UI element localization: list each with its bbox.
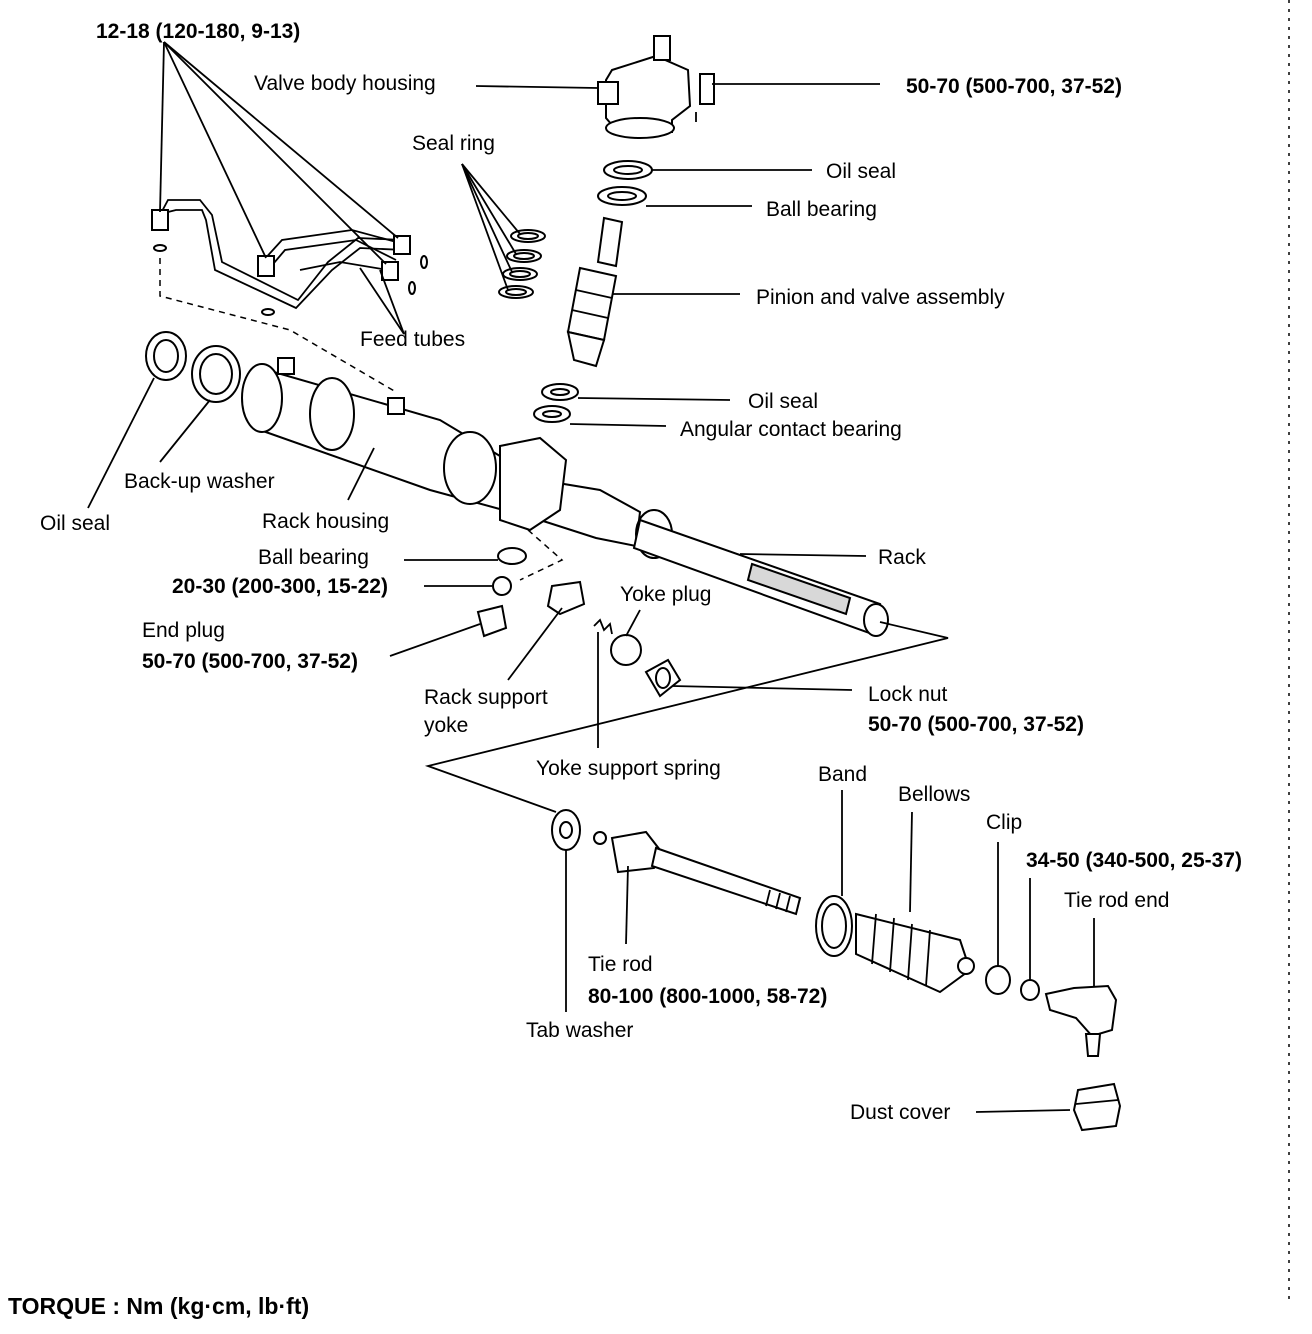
rack-housing — [241, 357, 673, 559]
label-lock-nut-torque: 50-70 (500-700, 37-52) — [868, 713, 1084, 736]
label-band: Band — [818, 763, 867, 786]
label-tie-rod-torque: 80-100 (800-1000, 58-72) — [588, 985, 827, 1008]
leader-lines — [87, 41, 1095, 1113]
tie-rod — [593, 830, 802, 916]
label-rack-housing: Rack housing — [262, 510, 389, 533]
rack-support-yoke — [546, 580, 586, 616]
label-tie-rod: Tie rod — [588, 953, 653, 976]
seal-rings — [498, 229, 546, 299]
label-tie-rod-end-torque: 34-50 (340-500, 25-37) — [1026, 849, 1242, 872]
rack — [632, 518, 889, 637]
clip — [985, 965, 1011, 995]
label-rack: Rack — [878, 546, 926, 569]
label-tie-rod-end: Tie rod end — [1064, 889, 1169, 912]
label-rack-support-yoke-2: yoke — [424, 714, 468, 737]
valve-body-housing — [597, 35, 715, 139]
end-plug — [476, 604, 508, 638]
tie-rod-end-nut — [1020, 979, 1040, 1001]
lock-nut — [644, 658, 682, 698]
label-end-plug-torque: 50-70 (500-700, 37-52) — [142, 650, 358, 673]
label-oil-seal-upper: Oil seal — [826, 160, 896, 183]
label-valve-body-housing: Valve body housing — [254, 72, 436, 95]
label-clip: Clip — [986, 811, 1022, 834]
ball-bearing-nut — [492, 576, 512, 596]
label-yoke-support-spring: Yoke support spring — [536, 757, 721, 780]
label-dust-cover: Dust cover — [850, 1101, 950, 1124]
label-bellows: Bellows — [898, 783, 970, 806]
label-pinion-valve-assembly: Pinion and valve assembly — [756, 286, 1005, 309]
label-angular-contact-bearing: Angular contact bearing — [680, 418, 902, 441]
labels: 12-18 (120-180, 9-13) Valve body housing… — [8, 20, 1242, 1319]
lower-ball-bearing — [497, 547, 527, 565]
band — [815, 895, 853, 957]
label-lock-nut: Lock nut — [868, 683, 948, 706]
label-yoke-plug: Yoke plug — [620, 583, 711, 606]
label-ball-bearing-torque: 20-30 (200-300, 15-22) — [172, 575, 388, 598]
yoke-plug — [610, 634, 642, 666]
tie-rod-end — [1044, 984, 1118, 1057]
label-ball-bearing-upper: Ball bearing — [766, 198, 877, 221]
label-valve-torque: 50-70 (500-700, 37-52) — [906, 75, 1122, 98]
label-oil-seal-lower: Oil seal — [748, 390, 818, 413]
feed-tubes — [151, 199, 428, 316]
label-rack-support-yoke-1: Rack support — [424, 686, 548, 709]
label-oil-seal-left: Oil seal — [40, 512, 110, 535]
label-feed-tubes: Feed tubes — [360, 328, 465, 351]
label-ball-bearing-lower: Ball bearing — [258, 546, 369, 569]
angular-contact-bearing — [533, 405, 571, 423]
tab-washer — [551, 809, 581, 851]
lower-oil-seal — [541, 383, 579, 401]
yoke-support-spring — [593, 618, 613, 635]
label-back-up-washer: Back-up washer — [124, 470, 275, 493]
back-up-washer — [191, 345, 241, 403]
upper-ball-bearing — [597, 186, 647, 206]
label-feed-tube-torque: 12-18 (120-180, 9-13) — [96, 20, 300, 43]
upper-oil-seal — [603, 160, 653, 180]
bellows — [855, 912, 975, 994]
label-tab-washer: Tab washer — [526, 1019, 633, 1042]
label-seal-ring: Seal ring — [412, 132, 495, 155]
pinion-valve-assembly — [566, 216, 624, 368]
label-end-plug: End plug — [142, 619, 225, 642]
dust-cover — [1072, 1082, 1122, 1132]
torque-legend: TORQUE : Nm (kg·cm, lb·ft) — [8, 1293, 309, 1319]
left-oil-seal — [145, 331, 187, 381]
